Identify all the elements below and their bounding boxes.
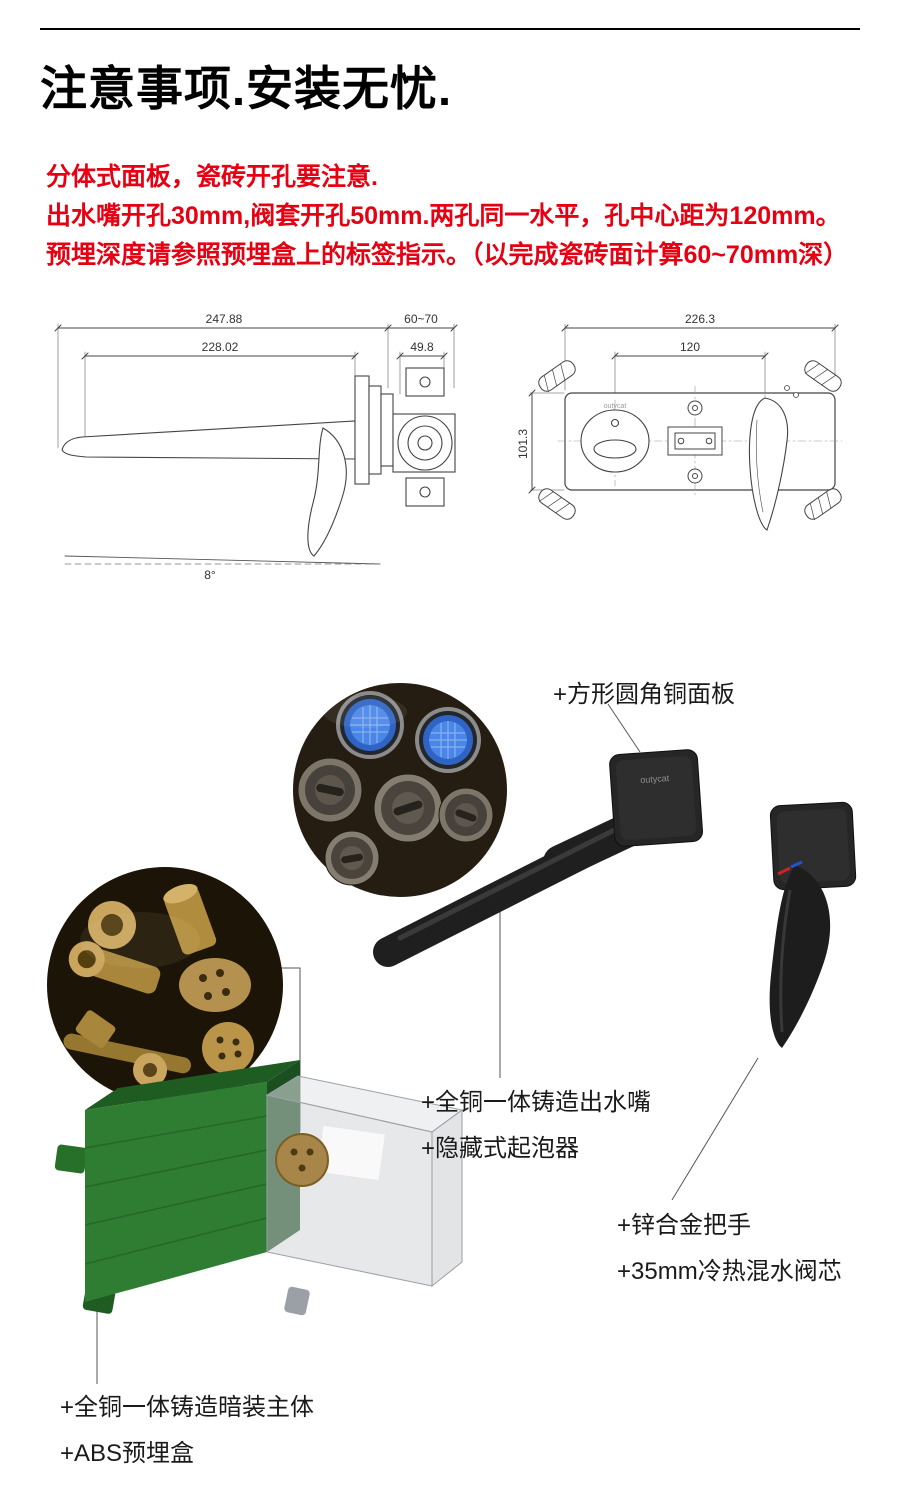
feature-label-aerator: +隐藏式起泡器 xyxy=(421,1135,580,1162)
drawing-mount-tabs xyxy=(538,360,842,521)
technical-drawing: 247.88 228.02 60~70 49.8 xyxy=(54,312,843,582)
feature-label-cartridge: +35mm冷热混水阀芯 xyxy=(617,1258,842,1285)
dim-box-width: 226.3 xyxy=(685,312,715,326)
page-title: 注意事项.安装无忧. xyxy=(40,62,453,115)
drawing-handle-front xyxy=(748,397,789,531)
dim-plate-depth: 49.8 xyxy=(410,340,434,354)
dim-box-height: 101.3 xyxy=(516,429,530,459)
feature-label-handle: +锌合金把手 xyxy=(617,1212,752,1239)
feature-label-panel: +方形圆角铜面板 xyxy=(553,681,736,708)
dim-spout-length: 228.02 xyxy=(202,340,239,354)
drawing-valve-front xyxy=(580,409,650,473)
top-divider xyxy=(40,28,860,30)
drawing-center-fixtures xyxy=(667,400,723,484)
concealed-box-render xyxy=(54,1060,464,1316)
dim-spout-angle: 8° xyxy=(204,568,216,582)
callout-line-handle xyxy=(671,1057,759,1201)
feature-label-spout: +全铜一体铸造出水嘴 xyxy=(421,1089,652,1116)
notice-text: 分体式面板，瓷砖开孔要注意. 出水嘴开孔30mm,阀套开孔50mm.两孔同一水平… xyxy=(46,158,876,275)
faucet-spout-assembly: outycat xyxy=(373,749,703,967)
side-view-drawing: 247.88 228.02 60~70 49.8 xyxy=(54,312,458,582)
product-collage: outycat xyxy=(47,683,857,1384)
dim-hole-centers: 120 xyxy=(680,340,700,354)
dim-embed-depth: 60~70 xyxy=(404,312,438,326)
drawing-valve-body xyxy=(392,367,456,507)
hot-indicator xyxy=(777,866,791,876)
notice-line-1: 分体式面板，瓷砖开孔要注意. xyxy=(46,163,378,191)
feature-label-box: +ABS预埋盒 xyxy=(60,1440,195,1467)
cold-indicator xyxy=(790,860,803,869)
aerator-photo xyxy=(293,683,507,897)
feature-label-body: +全铜一体铸造暗装主体 xyxy=(60,1394,315,1421)
handle-wall-plate xyxy=(769,801,857,891)
callout-lines xyxy=(96,703,759,1384)
notice-line-3: 预埋深度请参照预埋盒上的标签指示。（以完成瓷砖面计算60~70mm深） xyxy=(46,241,849,269)
callout-line-panel xyxy=(607,703,641,753)
dim-overall-length: 247.88 xyxy=(206,312,243,326)
brass-castings-photo xyxy=(47,867,283,1103)
handle-lever xyxy=(769,865,831,1048)
faucet-wall-plate: outycat xyxy=(609,749,703,847)
drawing-brand-text: outycat xyxy=(604,403,627,410)
drawing-handle-outline xyxy=(307,427,347,557)
drawing-wall-plate xyxy=(354,375,394,485)
plate-brand-text: outycat xyxy=(640,773,670,785)
notice-line-2: 出水嘴开孔30mm,阀套开孔50mm.两孔同一水平，孔中心距为120mm。 xyxy=(46,202,841,230)
faucet-handle-assembly xyxy=(769,801,857,1048)
drawing-spout-outline xyxy=(61,420,356,460)
front-view-drawing: 226.3 120 101.3 xyxy=(516,312,843,531)
